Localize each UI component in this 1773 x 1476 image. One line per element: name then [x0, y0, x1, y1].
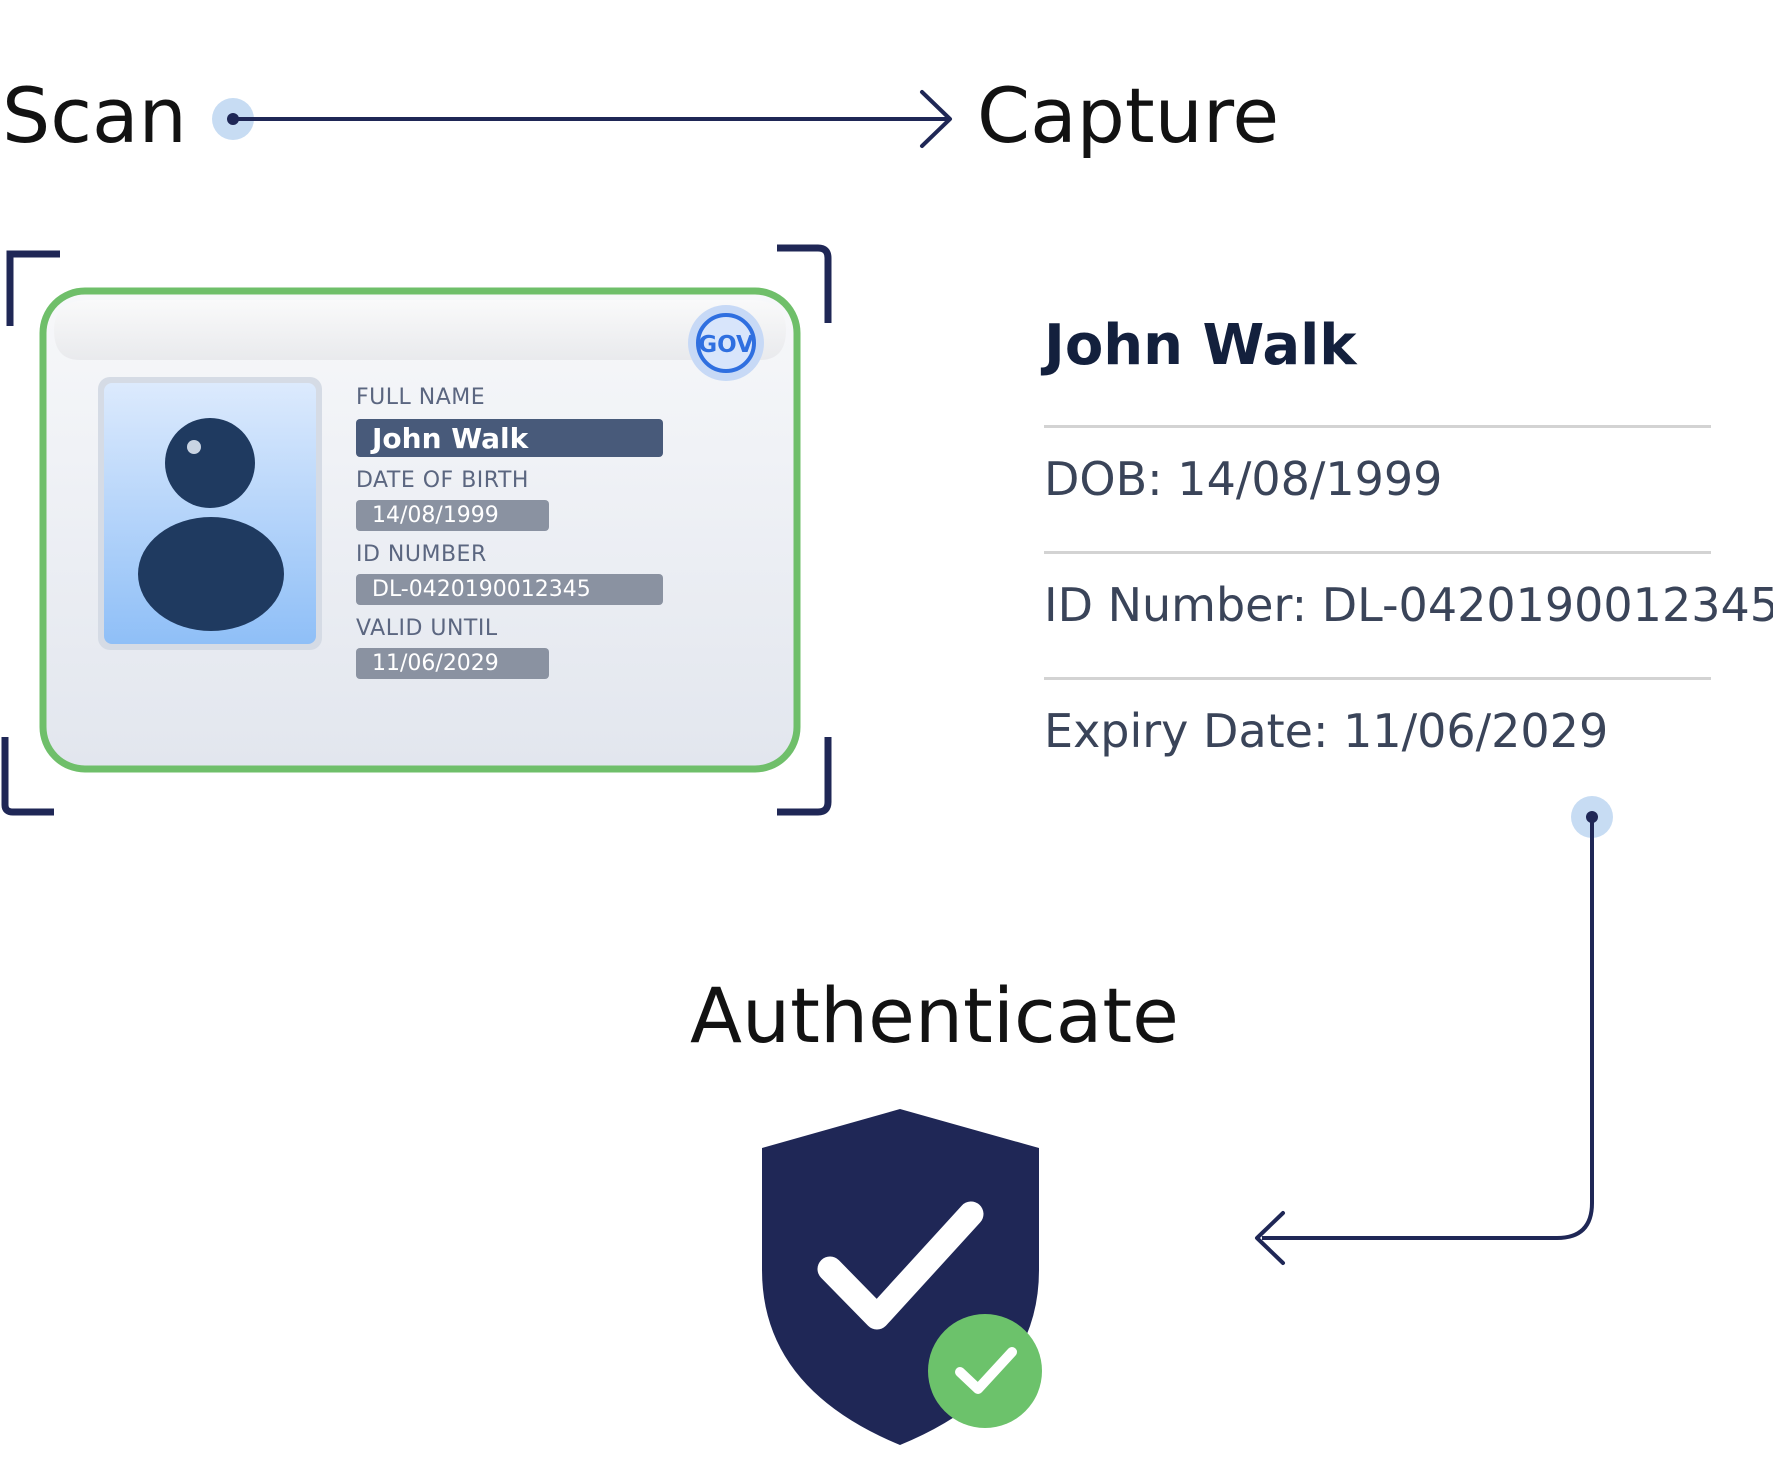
check-badge-icon — [928, 1314, 1042, 1428]
scan-capture-connector — [212, 90, 952, 148]
card-label-id-number: ID NUMBER — [356, 542, 487, 567]
capture-authenticate-connector — [1255, 796, 1613, 1265]
id-card-header-band — [54, 300, 786, 360]
card-value-date-of-birth: 14/08/1999 — [356, 500, 549, 531]
arrow-left-icon — [1255, 1211, 1285, 1265]
details-dob: DOB: 14/08/1999 — [1044, 452, 1443, 506]
step-label-authenticate: Authenticate — [690, 971, 1179, 1060]
scan-frame-bottom-right — [777, 737, 832, 816]
card-value-full-name: John Walk — [356, 419, 663, 457]
details-divider — [1044, 425, 1711, 428]
arrow-right-icon — [920, 90, 952, 148]
gov-seal-text: GOV — [698, 332, 754, 358]
capture-authenticate-line — [1262, 817, 1594, 1240]
gov-seal-icon — [688, 305, 764, 381]
step-label-scan: Scan — [2, 71, 187, 160]
card-label-date-of-birth: DATE OF BIRTH — [356, 468, 529, 493]
details-divider — [1044, 677, 1711, 680]
person-silhouette-icon — [98, 377, 322, 650]
id-card: GOV — [39, 287, 801, 773]
scan-frame — [1, 244, 832, 816]
scan-frame-top-left — [6, 250, 60, 326]
scan-frame-bottom-left — [1, 737, 54, 816]
details-name: John Walk — [1044, 313, 1357, 378]
step-label-capture: Capture — [977, 71, 1280, 160]
card-value-id-number: DL-0420190012345 — [356, 574, 663, 605]
card-label-valid-until: VALID UNTIL — [356, 616, 498, 641]
scan-frame-top-right — [777, 244, 832, 323]
details-divider — [1044, 551, 1711, 554]
details-id-number: ID Number: DL-0420190012345 — [1044, 578, 1773, 632]
card-label-full-name: FULL NAME — [356, 385, 486, 410]
details-expiry: Expiry Date: 11/06/2029 — [1044, 704, 1609, 758]
card-value-valid-until: 11/06/2029 — [356, 648, 549, 679]
